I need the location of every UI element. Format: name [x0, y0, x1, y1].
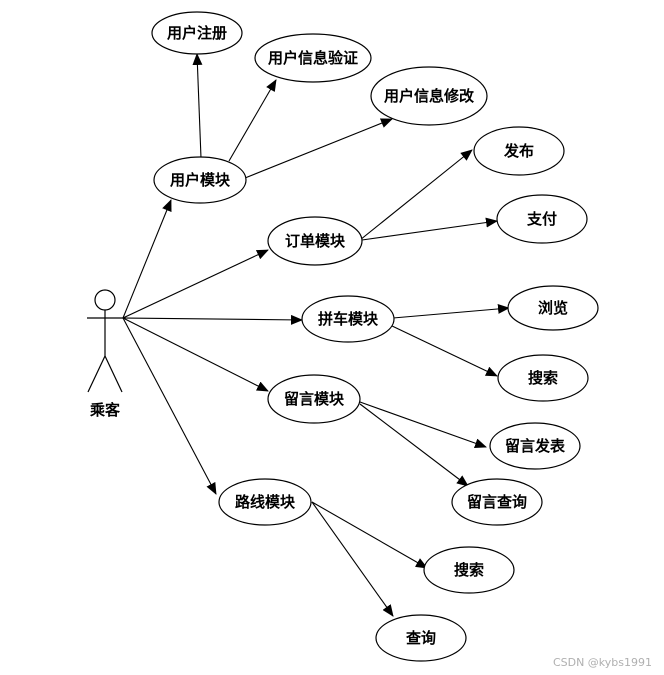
edge-user-module-verify [228, 79, 277, 162]
node-label: 查询 [406, 629, 436, 647]
use-case-message-module: 留言模块 [267, 374, 361, 424]
use-case-user-module: 用户模块 [153, 156, 247, 204]
node-label: 用户信息验证 [268, 49, 358, 67]
edge-actor-message-module [122, 317, 269, 392]
node-ellipse [375, 614, 467, 662]
node-label: 搜索 [454, 561, 484, 579]
node-label: 留言模块 [284, 390, 345, 408]
edge-user-module-register [192, 53, 203, 159]
edge-route-module-query [311, 501, 394, 617]
node-ellipse [473, 126, 565, 176]
node-ellipse [153, 156, 247, 204]
node-ellipse [267, 374, 361, 424]
edge-actor-route-module [122, 317, 217, 495]
use-case-carpool-search: 搜索 [497, 354, 589, 402]
use-case-carpool-module: 拼车模块 [301, 295, 395, 343]
use-case-route-query: 查询 [375, 614, 467, 662]
edge-user-module-modify [244, 118, 393, 179]
node-label: 支付 [526, 210, 557, 228]
node-ellipse [451, 478, 543, 526]
node-label: 搜索 [528, 369, 558, 387]
node-ellipse [423, 546, 515, 594]
use-case-publish: 发布 [473, 126, 565, 176]
use-case-user-register: 用户注册 [151, 11, 243, 55]
node-ellipse [151, 11, 243, 55]
node-label: 用户信息修改 [384, 87, 475, 105]
watermark-text: CSDN @kybs1991 [553, 656, 652, 669]
actor-label: 乘客 [89, 401, 121, 419]
node-label: 用户模块 [170, 171, 231, 189]
actor-right-leg [104, 355, 123, 393]
node-ellipse [496, 194, 588, 244]
node-label: 浏览 [538, 299, 568, 317]
node-label: 留言发表 [505, 437, 566, 455]
edge-message-module-publish [359, 401, 487, 449]
use-case-message-query: 留言查询 [451, 478, 543, 526]
use-case-route-module: 路线模块 [218, 478, 312, 526]
edge-route-module-search [311, 501, 428, 569]
actor-passenger: 乘客 [87, 289, 123, 419]
node-ellipse [507, 285, 599, 331]
edge-actor-carpool-module [122, 314, 303, 325]
node-label: 用户注册 [167, 24, 227, 42]
node-ellipse [497, 354, 589, 402]
node-ellipse [489, 422, 581, 470]
edge-actor-order-module [122, 249, 269, 319]
node-label: 订单模块 [285, 232, 346, 250]
edge-carpool-module-search [389, 324, 498, 377]
edge-message-module-query [359, 403, 469, 487]
use-case-pay: 支付 [496, 194, 588, 244]
use-case-route-search: 搜索 [423, 546, 515, 594]
edge-carpool-module-browse [392, 303, 510, 319]
node-ellipse [218, 478, 312, 526]
node-label: 路线模块 [235, 493, 296, 511]
edge-order-module-publish [359, 149, 473, 241]
actor-head [94, 289, 116, 311]
actor-left-leg [87, 355, 106, 393]
node-ellipse [301, 295, 395, 343]
node-label: 拼车模块 [318, 310, 379, 328]
node-ellipse [254, 33, 372, 83]
node-ellipse [370, 66, 488, 126]
use-case-order-module: 订单模块 [267, 216, 363, 266]
edge-actor-user-module [122, 199, 172, 319]
use-case-user-info-verify: 用户信息验证 [254, 33, 372, 83]
node-label: 留言查询 [467, 493, 527, 511]
use-case-browse: 浏览 [507, 285, 599, 331]
use-case-message-publish: 留言发表 [489, 422, 581, 470]
use-case-user-info-modify: 用户信息修改 [370, 66, 488, 126]
edges [122, 53, 510, 617]
node-ellipse [267, 216, 363, 266]
node-label: 发布 [503, 142, 534, 160]
edge-order-module-pay [361, 217, 498, 241]
